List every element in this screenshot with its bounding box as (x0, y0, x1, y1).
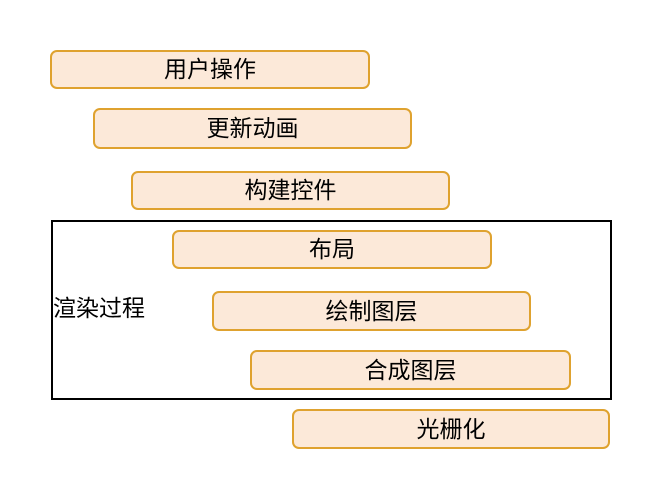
step-box-user-operation: 用户操作 (50, 50, 370, 89)
step-box-rasterize: 光栅化 (292, 409, 610, 449)
render-process-group-label: 渲染过程 (53, 295, 145, 321)
step-box-composite-layers: 合成图层 (250, 350, 571, 390)
step-box-layout: 布局 (172, 230, 492, 269)
step-box-update-animation: 更新动画 (93, 108, 412, 149)
render-process-group-rect (51, 220, 612, 400)
step-box-paint-layers: 绘制图层 (212, 291, 531, 331)
step-box-build-widgets: 构建控件 (131, 171, 450, 210)
